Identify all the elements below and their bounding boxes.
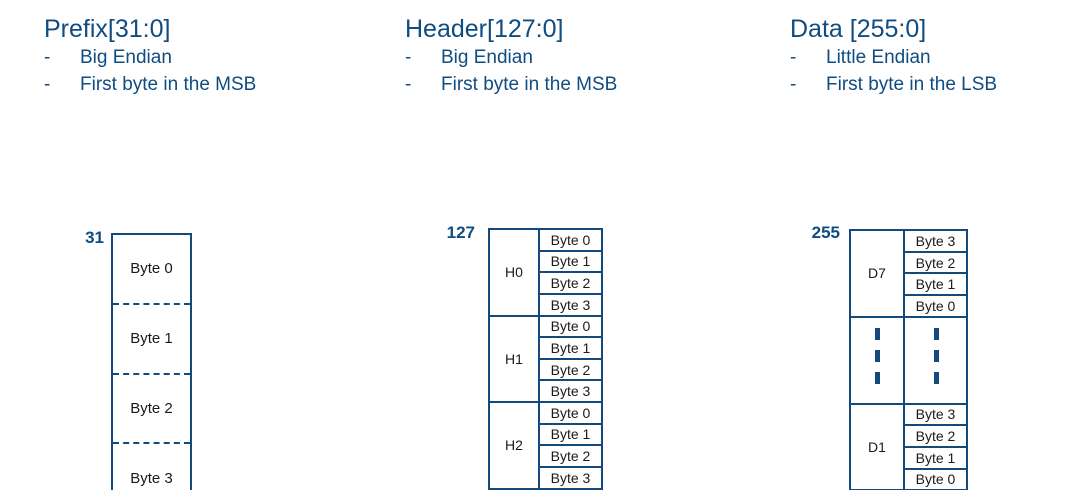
header-bullet-2: - First byte in the MSB [405,71,735,98]
header-word-label-h2: H2 [490,403,540,488]
data-byte-cell: Byte 3 [915,232,956,249]
data-bullet-1: - Little Endian [790,44,1078,71]
data-word-group-d7: D7 Byte 3 Byte 2 Byte 1 Byte 0 [851,231,966,316]
data-byte-cell: Byte 1 [905,445,966,468]
data-continuation-label-column [851,317,905,403]
header-byte-cell: Byte 2 [540,444,601,466]
header-byte-cell: Byte 2 [540,357,601,380]
data-word-table: D7 Byte 3 Byte 2 Byte 1 Byte 0 [849,229,968,490]
data-bullet-list: - Little Endian - First byte in the LSB [790,44,1078,98]
header-word-label-h0: H0 [490,230,540,315]
data-word-label-d1: D1 [851,404,905,490]
prefix-cell-byte2: Byte 2 [113,372,190,443]
bullet-dash-marker: - [405,74,412,95]
prefix-cell-byte1: Byte 1 [113,302,190,373]
header-byte-cell: Byte 0 [550,318,591,335]
header-bullet-1-text: Big Endian [441,47,533,68]
data-byte-cell: Byte 0 [905,467,966,490]
header-title: Header[127:0] [405,15,564,43]
data-byte-cell: Byte 3 [915,406,956,423]
data-word-group-d1: D1 Byte 3 Byte 2 Byte 1 Byte 0 [851,402,966,490]
header-byte-column-h2: Byte 0 Byte 1 Byte 2 Byte 3 [540,403,601,488]
header-byte-cell: Byte 0 [550,231,591,248]
prefix-bullet-1-text: Big Endian [80,47,172,68]
header-byte-cell: Byte 3 [540,379,601,401]
data-word-label-d7: D7 [851,231,905,316]
prefix-msb-label: 31 [85,228,104,247]
data-continuation-byte-column [905,318,966,403]
header-word-group-h2: H2 Byte 0 Byte 1 Byte 2 Byte 3 [490,401,601,488]
data-continuation-group [851,315,966,403]
prefix-cell-byte0: Byte 0 [130,260,173,278]
prefix-byte-box: Byte 0 Byte 1 Byte 2 Byte 3 [111,233,192,490]
bullet-dash-marker: - [790,47,797,68]
header-byte-cell: Byte 3 [540,292,601,315]
data-bullet-2-text: First byte in the LSB [826,74,998,95]
header-word-table: H0 Byte 0 Byte 1 Byte 2 Byte 3 H1 Byte 0… [488,228,603,490]
header-byte-column-h1: Byte 0 Byte 1 Byte 2 Byte 3 [540,317,601,402]
data-msb-label: 255 [811,223,840,242]
data-byte-column-d1: Byte 3 Byte 2 Byte 1 Byte 0 [905,405,966,490]
data-byte-cell: Byte 2 [905,424,966,446]
header-bullet-2-text: First byte in the MSB [441,74,618,95]
data-byte-cell: Byte 0 [905,294,966,316]
data-bullet-1-text: Little Endian [826,47,931,68]
data-byte-cell: Byte 2 [905,250,966,273]
header-word-group-h1: H1 Byte 0 Byte 1 Byte 2 Byte 3 [490,314,601,402]
header-byte-cell: Byte 1 [540,249,601,272]
data-byte-cell: Byte 1 [905,272,966,294]
data-title: Data [255:0] [790,15,927,43]
header-byte-cell: Byte 1 [540,422,601,445]
header-byte-cell: Byte 0 [550,404,591,421]
header-section: Header[127:0] - Big Endian - First byte … [405,0,735,490]
prefix-bullet-2: - First byte in the MSB [44,71,374,98]
prefix-cell-byte3: Byte 3 [113,442,190,490]
data-byte-column-d7: Byte 3 Byte 2 Byte 1 Byte 0 [905,231,966,316]
prefix-bullet-2-text: First byte in the MSB [80,74,257,95]
header-word-group-h0: H0 Byte 0 Byte 1 Byte 2 Byte 3 [490,230,601,315]
data-section: Data [255:0] - Little Endian - First byt… [790,0,1078,490]
prefix-title: Prefix[31:0] [44,15,171,43]
header-byte-column-h0: Byte 0 Byte 1 Byte 2 Byte 3 [540,230,601,315]
prefix-bullet-list: - Big Endian - First byte in the MSB [44,44,374,98]
vertical-ellipsis-icon [875,327,880,393]
header-word-label-h1: H1 [490,316,540,401]
vertical-ellipsis-icon [933,327,939,393]
header-byte-cell: Byte 2 [540,271,601,293]
prefix-section: Prefix[31:0] - Big Endian - First byte i… [44,0,374,490]
bullet-dash-marker: - [790,74,797,95]
header-byte-cell: Byte 3 [540,465,601,488]
header-bullet-1: - Big Endian [405,44,735,71]
bullet-dash-marker: - [405,47,412,68]
bullet-dash-marker: - [44,74,51,95]
header-msb-label: 127 [446,223,475,242]
prefix-bullet-1: - Big Endian [44,44,374,71]
data-bullet-2: - First byte in the LSB [790,71,1078,98]
header-bullet-list: - Big Endian - First byte in the MSB [405,44,735,98]
header-byte-cell: Byte 1 [540,336,601,358]
bullet-dash-marker: - [44,47,51,68]
